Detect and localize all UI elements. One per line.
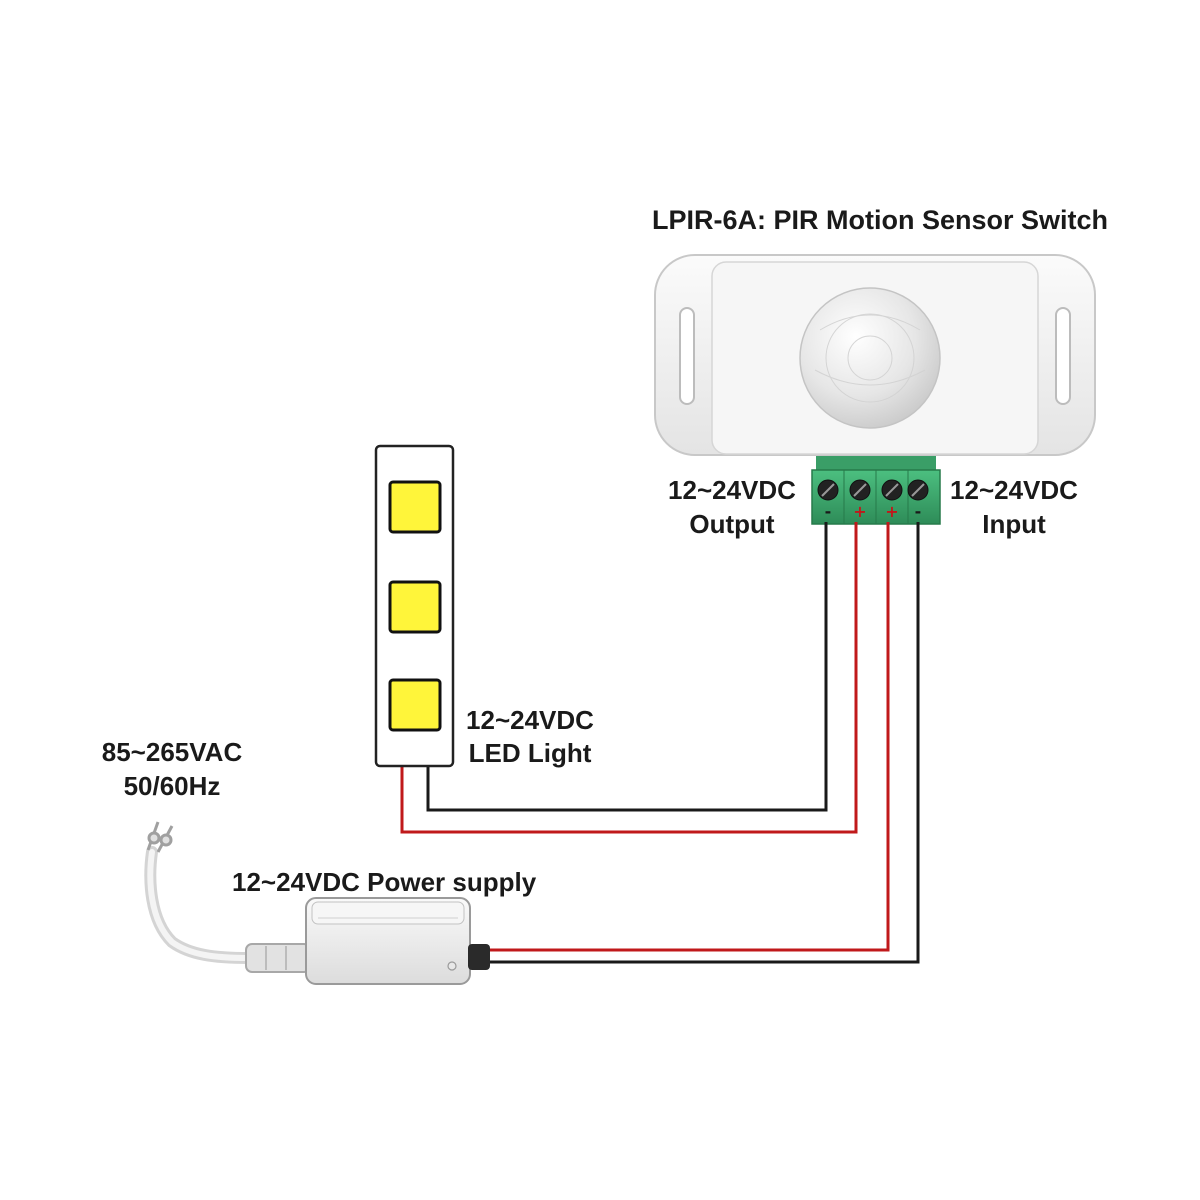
pir-lens-dome <box>799 287 941 429</box>
wire-input-positive <box>488 522 890 952</box>
input-voltage-label: 12~24VDC <box>950 475 1078 505</box>
led-light-strip <box>374 444 455 768</box>
led-light-label: LED Light <box>468 738 592 768</box>
power-supply <box>144 821 490 985</box>
ac-voltage-label: 85~265VAC <box>101 737 243 767</box>
output-voltage-label: 12~24VDC <box>668 475 796 505</box>
terminal-screw-1 <box>817 479 839 501</box>
terminal-symbol-2: + <box>853 502 866 521</box>
power-supply-label: 12~24VDC Power supply <box>232 867 537 897</box>
led-voltage-label: 12~24VDC <box>466 705 594 735</box>
input-label: Input <box>982 509 1046 539</box>
terminal-screw-4 <box>907 479 929 501</box>
mounting-slot-left <box>679 307 695 405</box>
terminal-screw-2 <box>849 479 871 501</box>
ac-connector <box>245 943 311 973</box>
ac-frequency-label: 50/60Hz <box>123 771 221 801</box>
mounting-slot-right <box>1055 307 1071 405</box>
ac-plug-prongs <box>146 821 174 853</box>
terminal-screw-3 <box>881 479 903 501</box>
power-supply-lid <box>311 901 465 925</box>
led-chip-1 <box>388 480 442 534</box>
power-indicator-led <box>447 961 457 971</box>
wire-output-negative <box>426 522 828 812</box>
terminal-block: - + + - <box>811 456 941 525</box>
led-chip-3 <box>388 678 442 732</box>
terminal-symbol-3: + <box>885 502 898 521</box>
wire-output-positive <box>400 522 858 834</box>
terminal-symbol-4: - <box>915 502 922 521</box>
dc-output-connector <box>468 944 490 970</box>
diagram-title: LPIR-6A: PIR Motion Sensor Switch <box>652 205 1109 235</box>
led-chip-2 <box>388 580 442 634</box>
wire-input-negative <box>488 522 920 964</box>
output-label: Output <box>689 509 775 539</box>
pir-sensor-switch <box>654 254 1096 456</box>
terminal-symbol-1: - <box>825 502 832 521</box>
